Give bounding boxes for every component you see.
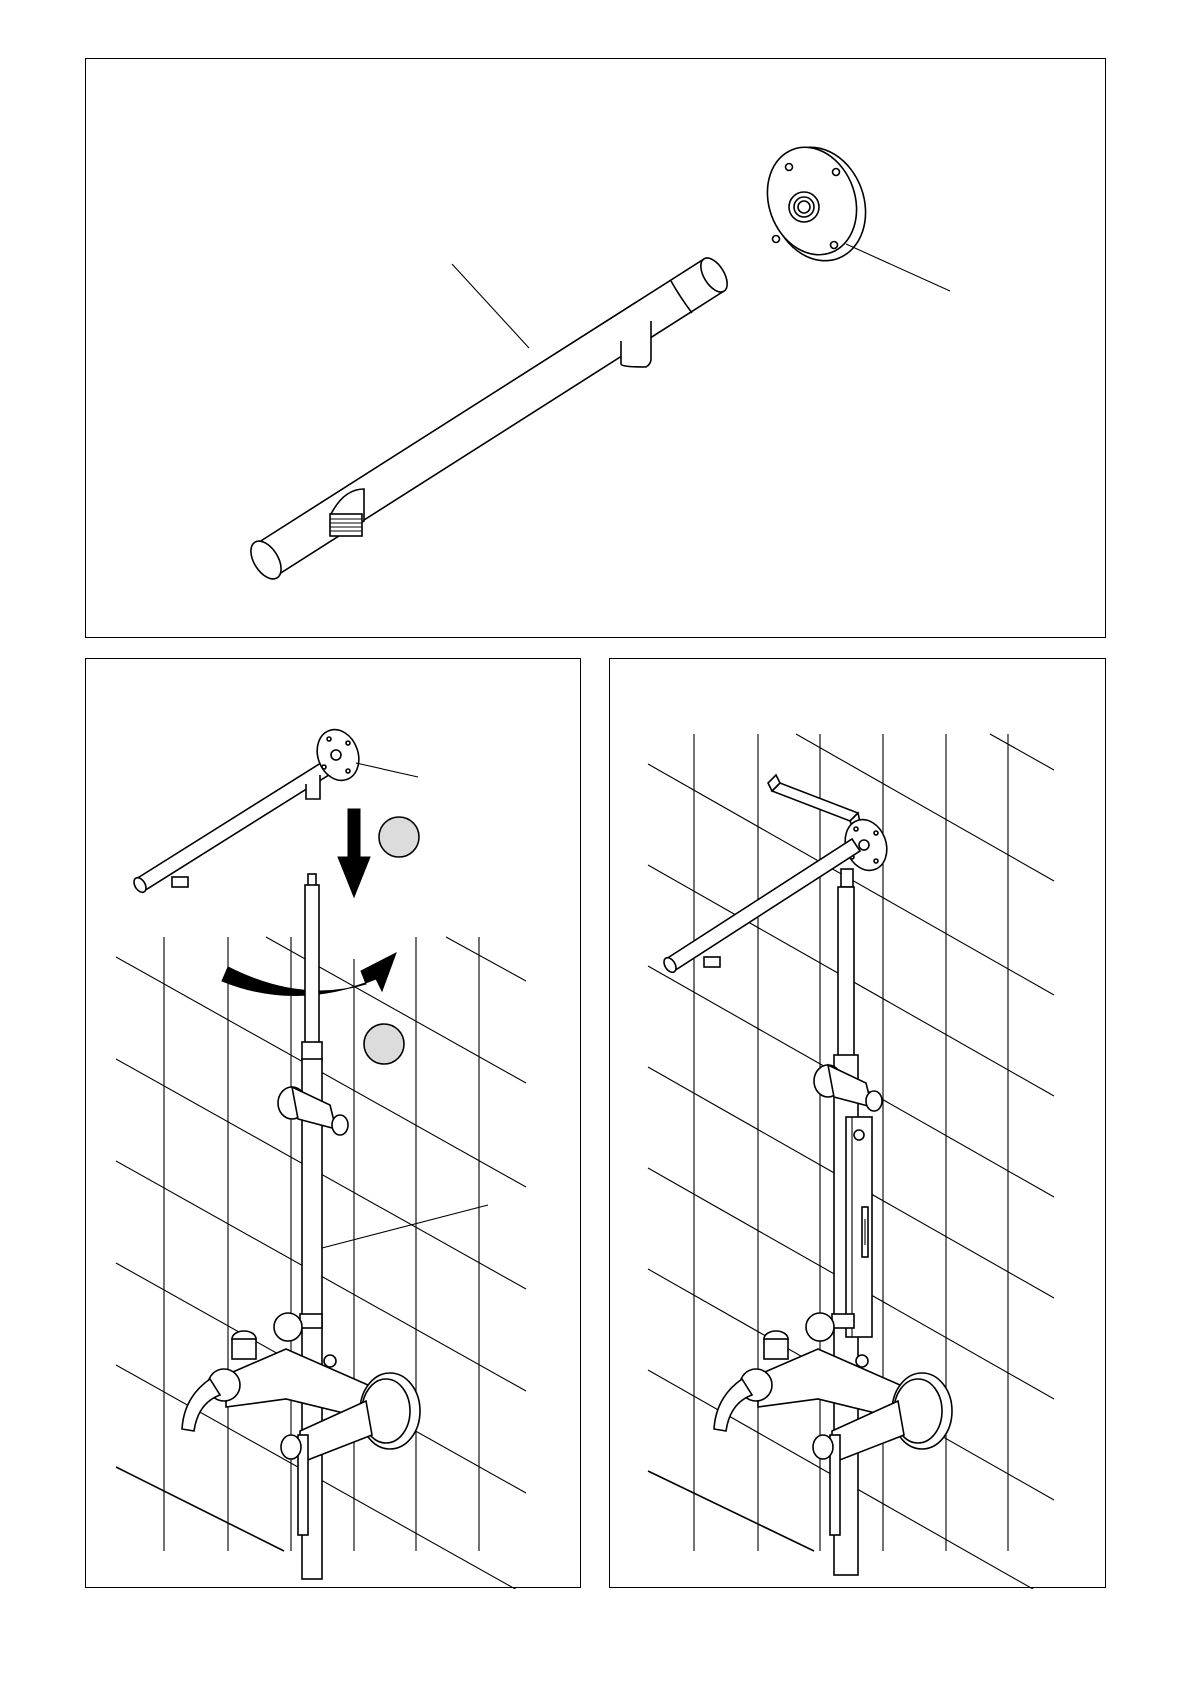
assembly-drawing — [86, 659, 582, 1589]
mixer-valve — [714, 1313, 952, 1535]
mixer-valve — [182, 1313, 420, 1535]
step-2-circle — [364, 1024, 404, 1064]
wall-flange — [753, 134, 881, 274]
panel-level-check — [609, 658, 1106, 1588]
leader-line-flange — [846, 244, 950, 291]
panel-step-assembly — [85, 658, 581, 1588]
leader-line-arm — [452, 264, 529, 348]
down-arrow — [338, 809, 370, 897]
leader-line-riser — [322, 1205, 488, 1248]
panel-exploded-parts — [85, 58, 1106, 638]
level-check-drawing — [610, 659, 1107, 1589]
spirit-level — [846, 1117, 872, 1337]
step-1-circle — [379, 817, 419, 857]
hex-key — [768, 775, 862, 835]
shower-arm-small — [132, 724, 366, 895]
exploded-parts-drawing — [86, 59, 1107, 639]
leader-line-flange-small — [356, 763, 418, 777]
